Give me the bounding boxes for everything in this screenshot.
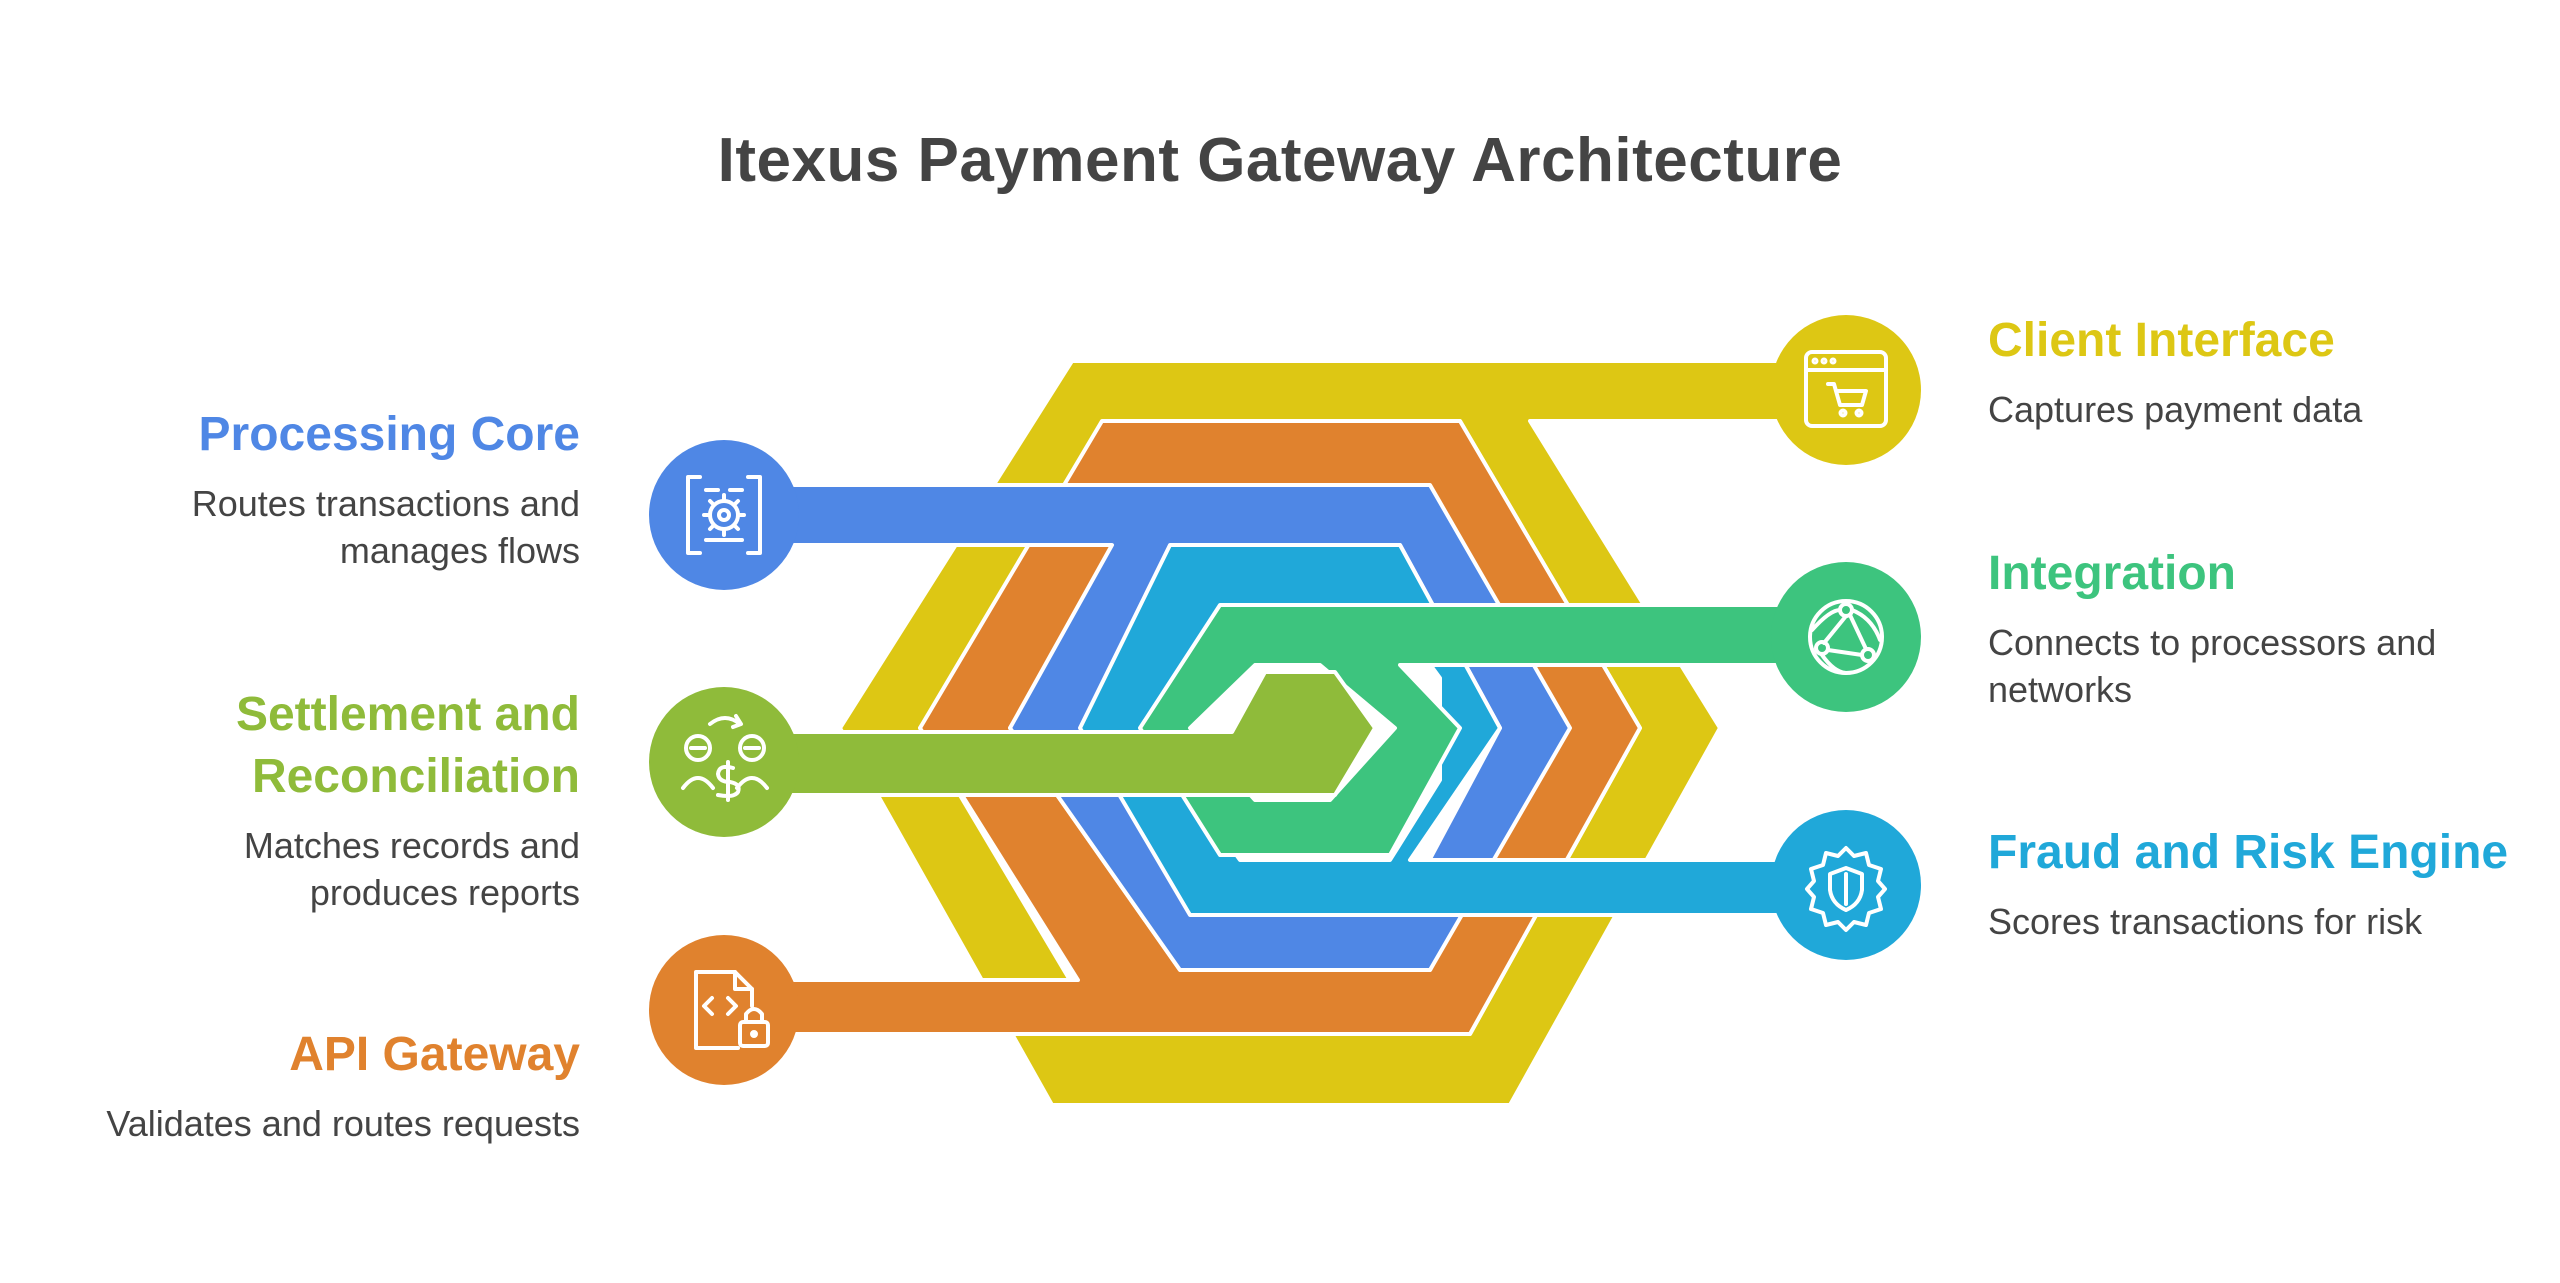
client-interface-description-line: Captures payment data xyxy=(1988,389,2363,430)
gear-in-frame-icon xyxy=(686,475,762,555)
integration-label: Integration Connects to processors and n… xyxy=(1988,543,2560,713)
integration-title: Integration xyxy=(1988,547,2236,600)
processing-core-circle xyxy=(649,440,799,590)
settlement-circle xyxy=(649,687,799,837)
processing-core-label: Processing Core Routes transactions and … xyxy=(0,404,580,574)
settlement-title: Settlement and Reconciliation xyxy=(0,684,580,808)
settlement-band xyxy=(728,670,1377,797)
client-interface-label: Client Interface Captures payment data xyxy=(1988,310,2560,433)
code-file-lock-icon xyxy=(694,970,770,1050)
fraud-risk-title: Fraud and Risk Engine xyxy=(1988,826,2509,879)
api-gateway-description: Validates and routes requests xyxy=(0,1100,580,1147)
client-interface-description: Captures payment data xyxy=(1988,386,2560,433)
fraud-risk-description-line: Scores transactions for risk xyxy=(1988,901,2423,942)
processing-core-description-line: Routes transactions and xyxy=(191,483,580,524)
processing-core-description: Routes transactions and manages flows xyxy=(0,480,580,574)
shield-gear-icon xyxy=(1805,846,1887,932)
settlement-title-line: Reconciliation xyxy=(251,750,580,803)
fraud-risk-description: Scores transactions for risk xyxy=(1988,898,2560,945)
fraud-risk-label: Fraud and Risk Engine Scores transaction… xyxy=(1988,822,2560,945)
settlement-description-line: produces reports xyxy=(309,872,580,913)
settlement-label: Settlement and Reconciliation Matches re… xyxy=(0,684,580,916)
api-gateway-description-line: Validates and routes requests xyxy=(106,1103,580,1144)
settlement-description-line: Matches records and xyxy=(243,825,580,866)
settlement-title-line: Settlement and xyxy=(235,688,580,741)
api-gateway-label: API Gateway Validates and routes request… xyxy=(0,1024,580,1147)
api-gateway-circle xyxy=(649,935,799,1085)
page-title: Itexus Payment Gateway Architecture xyxy=(717,126,1843,195)
integration-description: Connects to processors and networks xyxy=(1988,619,2560,713)
integration-description-line: networks xyxy=(1988,669,2133,710)
browser-cart-icon xyxy=(1804,350,1888,428)
integration-circle xyxy=(1771,562,1921,712)
network-globe-icon xyxy=(1808,599,1884,675)
client-interface-title: Client Interface xyxy=(1988,314,2335,367)
api-gateway-title: API Gateway xyxy=(289,1028,580,1081)
settlement-description: Matches records and produces reports xyxy=(0,822,580,916)
processing-core-title: Processing Core xyxy=(198,408,580,461)
processing-core-description-line: manages flows xyxy=(339,530,580,571)
money-exchange-icon xyxy=(681,714,769,802)
integration-description-line: Connects to processors and xyxy=(1988,622,2437,663)
